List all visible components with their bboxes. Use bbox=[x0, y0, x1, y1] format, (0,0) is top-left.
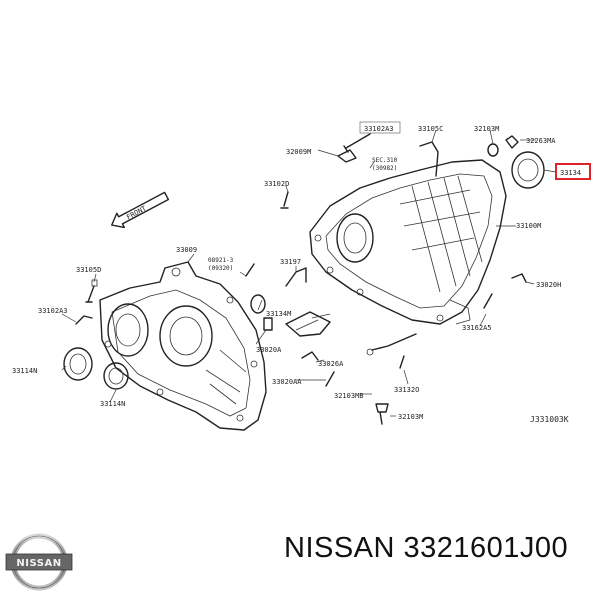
svg-text:(30982): (30982) bbox=[372, 165, 397, 172]
svg-text:33114N: 33114N bbox=[12, 367, 37, 375]
callout-33114n-left: 33114N bbox=[12, 367, 37, 375]
bolt-09320 bbox=[245, 263, 255, 277]
callout-33132o: 33132O bbox=[394, 386, 419, 394]
svg-text:33026A: 33026A bbox=[318, 360, 344, 368]
svg-text:08921-3: 08921-3 bbox=[208, 257, 234, 264]
sensor-33020a bbox=[263, 317, 273, 331]
svg-text:32103MB: 32103MB bbox=[334, 392, 364, 400]
svg-text:SEC.310: SEC.310 bbox=[372, 157, 398, 164]
svg-text:32103M: 32103M bbox=[474, 125, 499, 133]
svg-text:33102A3: 33102A3 bbox=[38, 307, 68, 315]
callout-33134-highlighted: 33134 bbox=[555, 163, 591, 180]
oring-33134m bbox=[250, 294, 266, 314]
callout-33197: 33197 bbox=[280, 258, 301, 266]
callout-09320: 08921-3 (09320) bbox=[208, 257, 234, 272]
bracket-33026a bbox=[285, 311, 331, 337]
svg-text:33100M: 33100M bbox=[516, 222, 541, 230]
svg-text:33102D: 33102D bbox=[264, 180, 289, 188]
svg-text:33009: 33009 bbox=[176, 246, 197, 254]
callout-32103m-top: 32103M bbox=[474, 125, 499, 133]
svg-text:32009M: 32009M bbox=[286, 148, 311, 156]
harness-32103mb bbox=[366, 333, 417, 356]
bolt-33105d bbox=[85, 279, 98, 303]
callout-33102a3-top: 33102A3 bbox=[359, 121, 401, 134]
callout-32103mb: 32103MB bbox=[334, 392, 364, 400]
callout-33020h: 33020H bbox=[536, 281, 561, 289]
svg-text:33114N: 33114N bbox=[100, 400, 125, 408]
callout-sec-310: SEC.310 (30982) bbox=[372, 157, 398, 172]
bracket-33197 bbox=[285, 267, 307, 287]
rear-case bbox=[309, 159, 507, 325]
svg-text:33105D: 33105D bbox=[76, 266, 101, 274]
callout-33100m: 33100M bbox=[516, 222, 541, 230]
bolt-33132o bbox=[399, 355, 405, 369]
callout-33009: 33009 bbox=[176, 246, 197, 254]
svg-text:33132O: 33132O bbox=[394, 386, 419, 394]
bolt-33102a3-top bbox=[343, 133, 371, 153]
clip-33020h bbox=[511, 273, 527, 283]
callout-32263ma: 32263MA bbox=[526, 137, 556, 145]
callout-33102a3-left: 33102A3 bbox=[38, 307, 68, 315]
front-case bbox=[99, 261, 267, 431]
svg-text:33020AA: 33020AA bbox=[272, 378, 302, 386]
breather-32009ma bbox=[505, 135, 519, 149]
callout-33020a: 33020A bbox=[256, 346, 282, 354]
clip-32009m bbox=[337, 149, 357, 163]
svg-text:33020A: 33020A bbox=[256, 346, 282, 354]
bolt-33102a3-left bbox=[75, 315, 93, 325]
leader-lines bbox=[61, 129, 557, 417]
bolt-33162a5 bbox=[483, 293, 493, 309]
callout-33105c: 33105C bbox=[418, 125, 443, 133]
svg-text:J331003K: J331003K bbox=[530, 415, 569, 424]
callout-33162a5: 33162A5 bbox=[462, 324, 492, 332]
svg-text:33134: 33134 bbox=[560, 169, 581, 177]
svg-text:(09320): (09320) bbox=[208, 265, 233, 272]
seal-32103m bbox=[487, 143, 499, 157]
svg-text:33102A3: 33102A3 bbox=[364, 125, 394, 133]
callout-33114n-bottom: 33114N bbox=[100, 400, 125, 408]
svg-text:33162A5: 33162A5 bbox=[462, 324, 492, 332]
svg-text:33197: 33197 bbox=[280, 258, 301, 266]
callout-33102d: 33102D bbox=[264, 180, 289, 188]
part-caption: NISSAN 3321601J00 bbox=[284, 532, 569, 564]
front-arrow: FRONT bbox=[111, 191, 170, 229]
callout-33026a: 33026A bbox=[318, 360, 344, 368]
nissan-logo: NISSAN bbox=[5, 533, 73, 591]
callout-33105d: 33105D bbox=[76, 266, 101, 274]
callout-32103m-bottom: 32103M bbox=[398, 413, 423, 421]
plug-33026a bbox=[301, 351, 319, 361]
pipe-33105c bbox=[419, 141, 439, 177]
svg-text:33105C: 33105C bbox=[418, 125, 443, 133]
oil-seal-bottom bbox=[103, 362, 129, 390]
drain-plug-32103m bbox=[375, 403, 389, 425]
callout-32009m: 32009M bbox=[286, 148, 311, 156]
oil-seal-left bbox=[63, 347, 93, 381]
svg-text:32103M: 32103M bbox=[398, 413, 423, 421]
svg-text:32263MA: 32263MA bbox=[526, 137, 556, 145]
logo-text: NISSAN bbox=[16, 558, 61, 569]
diagram-reference-code: J331003K bbox=[530, 415, 569, 424]
bolt-33020aa bbox=[325, 371, 335, 387]
oil-seal-33134 bbox=[511, 151, 545, 189]
callout-33134m: 33134M bbox=[266, 310, 291, 318]
callout-33020aa: 33020AA bbox=[272, 378, 302, 386]
svg-text:33020H: 33020H bbox=[536, 281, 561, 289]
svg-text:33134M: 33134M bbox=[266, 310, 291, 318]
bolt-33102d bbox=[280, 191, 289, 209]
